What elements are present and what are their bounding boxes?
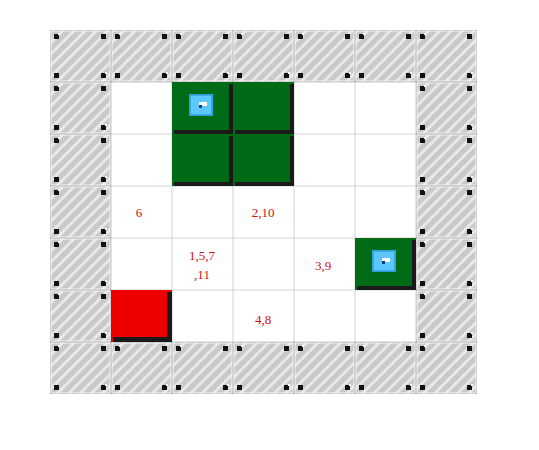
floor <box>111 82 416 342</box>
callout-number: 2,10 <box>238 204 288 223</box>
callout-number: 4,8 <box>238 311 288 330</box>
wall-tile <box>416 30 477 82</box>
target-tile <box>233 82 294 134</box>
player-tile <box>111 290 172 342</box>
wall-tile <box>416 342 477 394</box>
wall-tile <box>172 342 233 394</box>
targets <box>172 82 416 290</box>
wall-tile <box>111 342 172 394</box>
wall-tile <box>416 82 477 134</box>
wall-tile <box>416 134 477 186</box>
wall-tile <box>355 30 416 82</box>
wall-tile <box>294 342 355 394</box>
player <box>111 290 172 342</box>
wall-tile <box>355 342 416 394</box>
callout-number: 1,5,7 ,11 <box>182 247 222 285</box>
box-gem <box>372 250 396 272</box>
box-gem <box>189 94 213 116</box>
wall-tile <box>416 238 477 290</box>
floor-grid <box>111 82 416 342</box>
player-shadow <box>167 292 172 342</box>
target-tile <box>233 134 294 186</box>
grid-line <box>111 82 416 342</box>
wall-tile <box>50 30 111 82</box>
target-tile <box>172 134 233 186</box>
wall-tile <box>172 30 233 82</box>
wall-tile <box>50 238 111 290</box>
wall-tile <box>50 134 111 186</box>
wall-tile <box>416 290 477 342</box>
walls <box>50 30 477 394</box>
wall-tile <box>416 186 477 238</box>
player-shadow <box>113 337 172 342</box>
callout-number: 6 <box>114 204 164 223</box>
wall-tile <box>233 342 294 394</box>
boxes <box>189 94 396 272</box>
callout-number: 3,9 <box>298 257 348 276</box>
wall-tile <box>294 30 355 82</box>
wall-tile <box>111 30 172 82</box>
wall-tile <box>50 82 111 134</box>
target-tile <box>355 238 416 290</box>
wall-tile <box>50 342 111 394</box>
wall-tile <box>50 290 111 342</box>
wall-tile <box>50 186 111 238</box>
target-tile <box>172 82 233 134</box>
wall-tile <box>233 30 294 82</box>
